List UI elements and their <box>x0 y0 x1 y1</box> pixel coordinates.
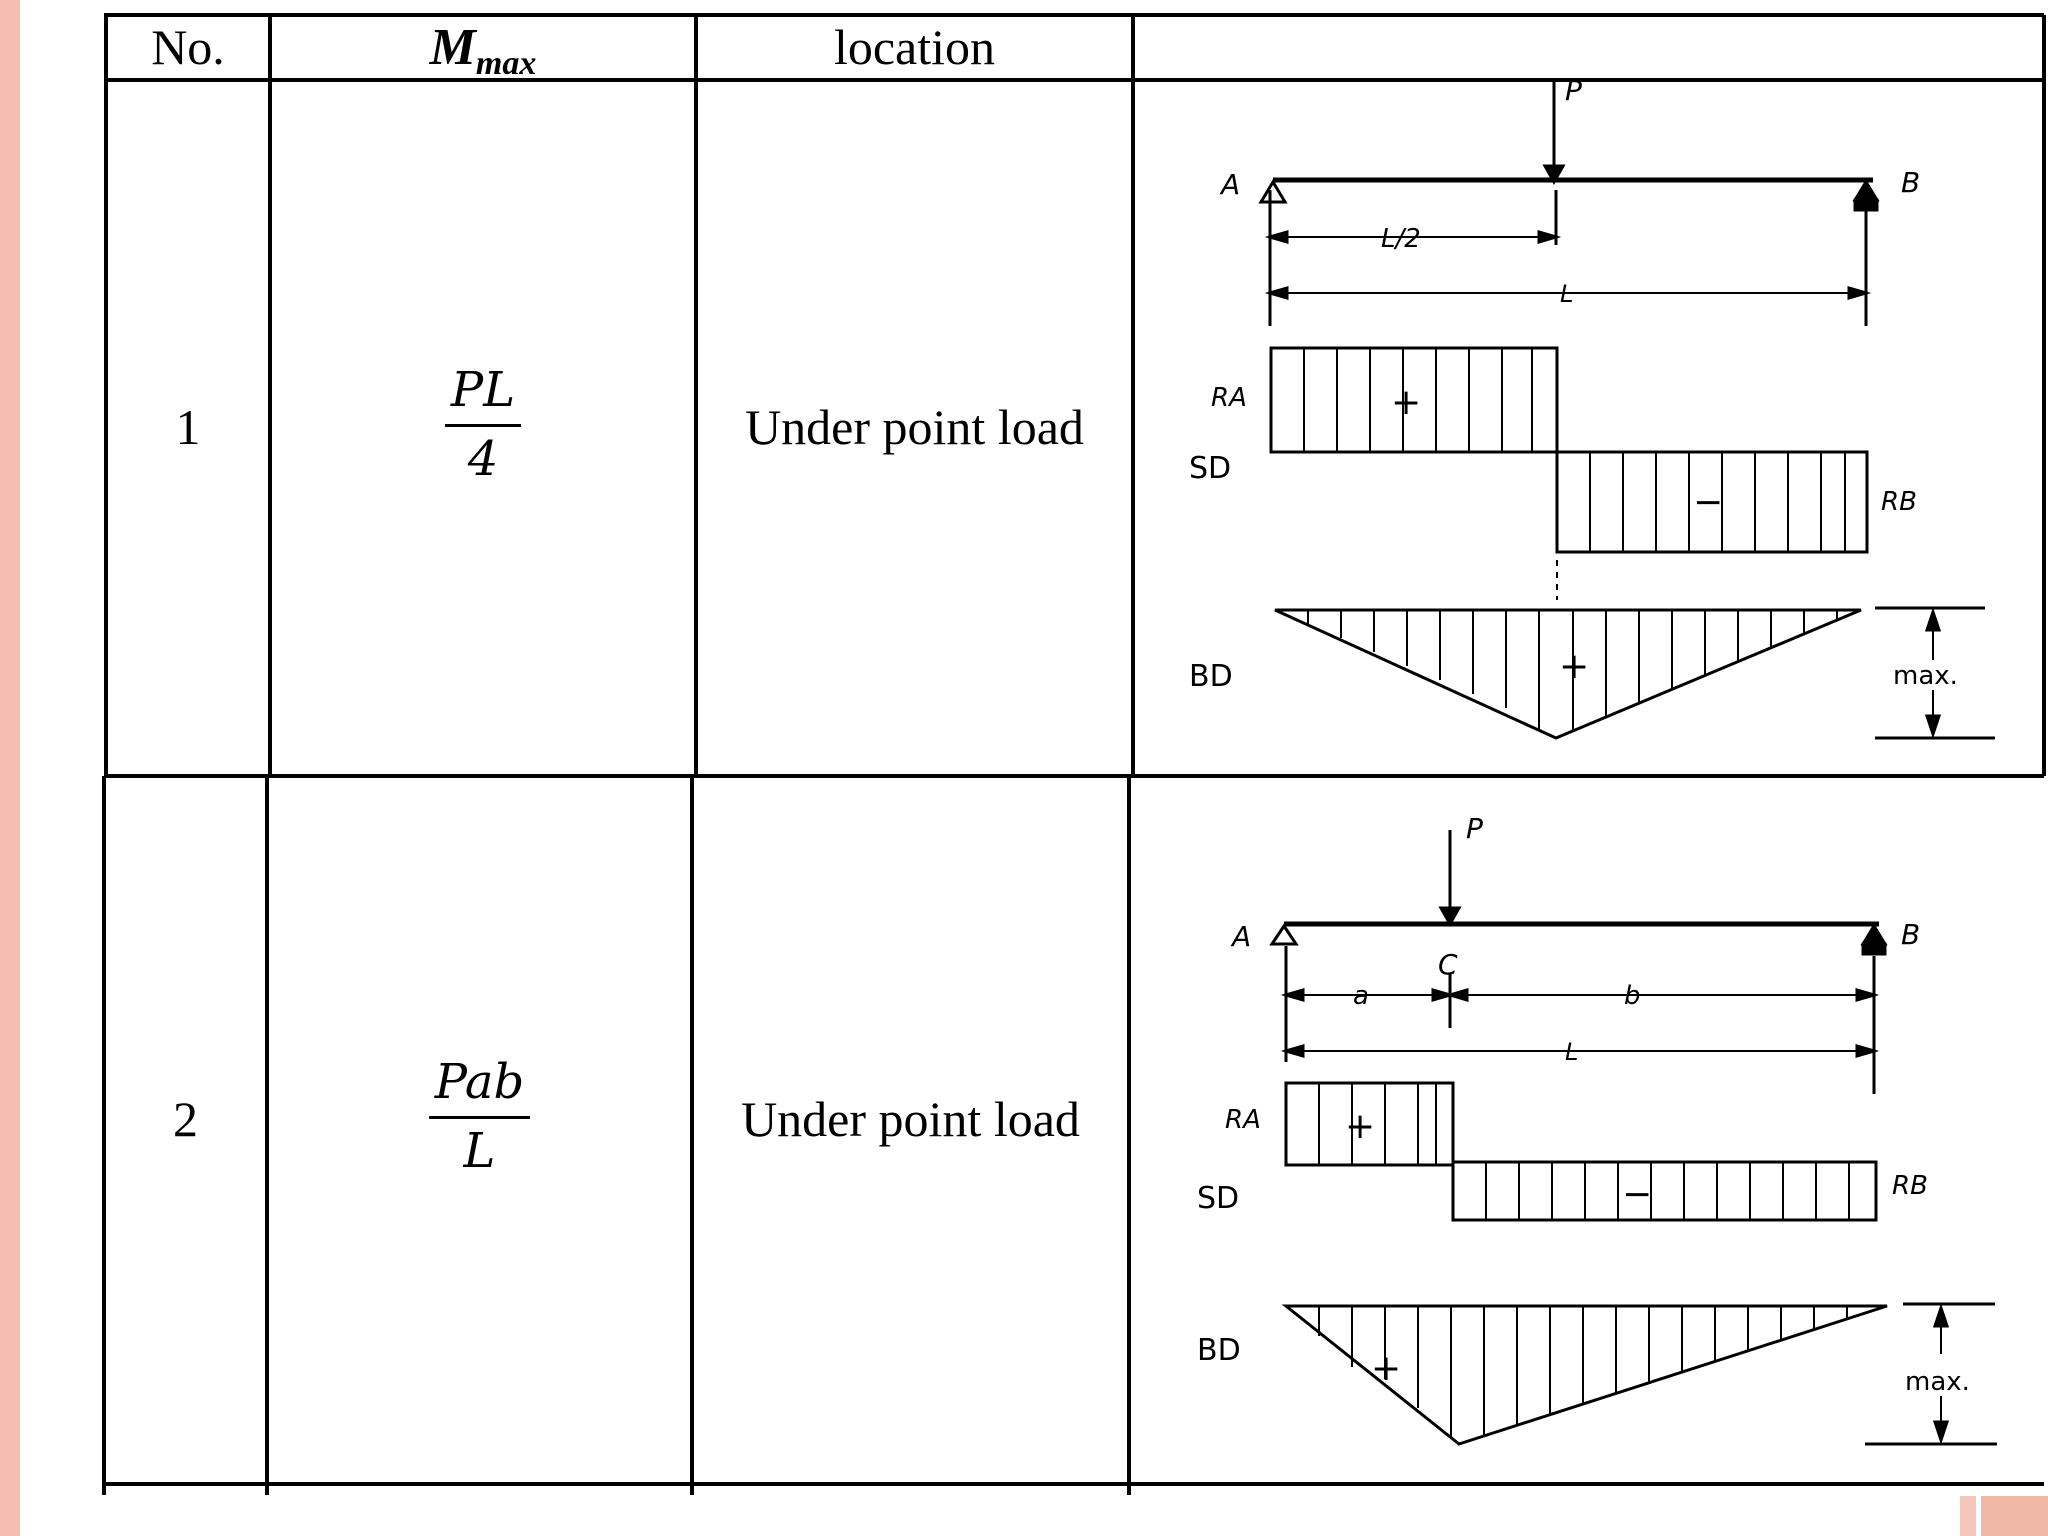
row-1-support-b-label: B <box>1901 166 1920 199</box>
row-1-support-b-icon <box>1852 179 1880 202</box>
row-2-number: 2 <box>173 1091 198 1147</box>
row-1-moment-plus: + <box>1559 646 1589 687</box>
row-1-number: 1 <box>175 399 201 455</box>
header-mmax: Mmax <box>270 18 696 83</box>
header-location: location <box>833 19 996 75</box>
row-2-formula-denominator: L <box>463 1123 496 1179</box>
slide-corner-decoration <box>1960 1496 2048 1536</box>
row-1-dim-half: L/2 <box>1381 224 1421 254</box>
row-2-load-label: P <box>1466 812 1483 845</box>
row-1-ra-label: RA <box>1211 383 1247 413</box>
row-2-dim-b: b <box>1624 981 1641 1011</box>
row-2-max-label: max. <box>1905 1367 1970 1397</box>
row-1-shear-plus: + <box>1391 382 1421 423</box>
row-1-bd-label: BD <box>1189 659 1233 694</box>
row-1-moment-diagram <box>1274 608 1862 740</box>
row-1-formula-numerator: PL <box>444 362 522 427</box>
header-mmax-sub: max <box>475 45 537 82</box>
row-1-support-a-icon <box>1258 179 1288 204</box>
row-2-support-b-label: B <box>1901 918 1920 951</box>
row-2-sd-label: SD <box>1197 1181 1239 1216</box>
row-2-moment-diagram <box>1281 1304 1888 1446</box>
row-1-shear-positive <box>1269 346 1559 454</box>
header-mmax-main: M <box>429 19 476 76</box>
row-2-shear-minus: − <box>1622 1174 1652 1215</box>
row-2-rb-label: RB <box>1892 1171 1928 1201</box>
row-2-dim-total: L <box>1565 1038 1578 1066</box>
slide-accent-bar <box>0 0 20 1536</box>
row-1-shear-minus: − <box>1693 482 1723 523</box>
row-1-location: Under point load <box>745 399 1084 455</box>
row-2-formula-numerator: Pab <box>428 1054 531 1119</box>
row-1-max-label: max. <box>1893 661 1958 691</box>
row-1-shear-negative <box>1555 450 1869 554</box>
row-2-support-a-icon <box>1269 923 1299 946</box>
row-1-formula-denominator: 4 <box>467 431 499 487</box>
row-2-support-a-label: A <box>1230 920 1251 953</box>
row-1-sd-label: SD <box>1189 451 1231 486</box>
row-2-point-c-label: C <box>1438 948 1458 981</box>
row-2-shear-negative <box>1451 1160 1878 1222</box>
row-1-rb-label: RB <box>1881 487 1917 517</box>
row-2-dim-a: a <box>1353 981 1369 1011</box>
row-2-moment-plus: + <box>1371 1348 1401 1389</box>
row-2-formula: Pab L <box>267 1054 692 1179</box>
row-2-shear-plus: + <box>1345 1106 1375 1147</box>
row-2-beam-diagram: P A B C a b L RA RB SD BD + − + max. <box>1197 812 1997 1446</box>
row-2-support-b-icon <box>1860 923 1888 946</box>
row-1-dim-total: L <box>1560 280 1573 308</box>
row-2-ra-label: RA <box>1225 1105 1261 1135</box>
row-2-shear-positive <box>1284 1081 1455 1167</box>
row-1-support-a-label: A <box>1219 168 1240 201</box>
row-1-load-label: P <box>1565 80 1582 107</box>
row-2-bd-label: BD <box>1197 1333 1241 1368</box>
row-1-formula: PL 4 <box>270 362 696 487</box>
row-1-beam-diagram: P A B L/2 L RA RB SD BD + − + max. <box>1189 80 1995 740</box>
row-2-location: Under point load <box>741 1091 1080 1147</box>
header-no: No. <box>151 19 225 75</box>
